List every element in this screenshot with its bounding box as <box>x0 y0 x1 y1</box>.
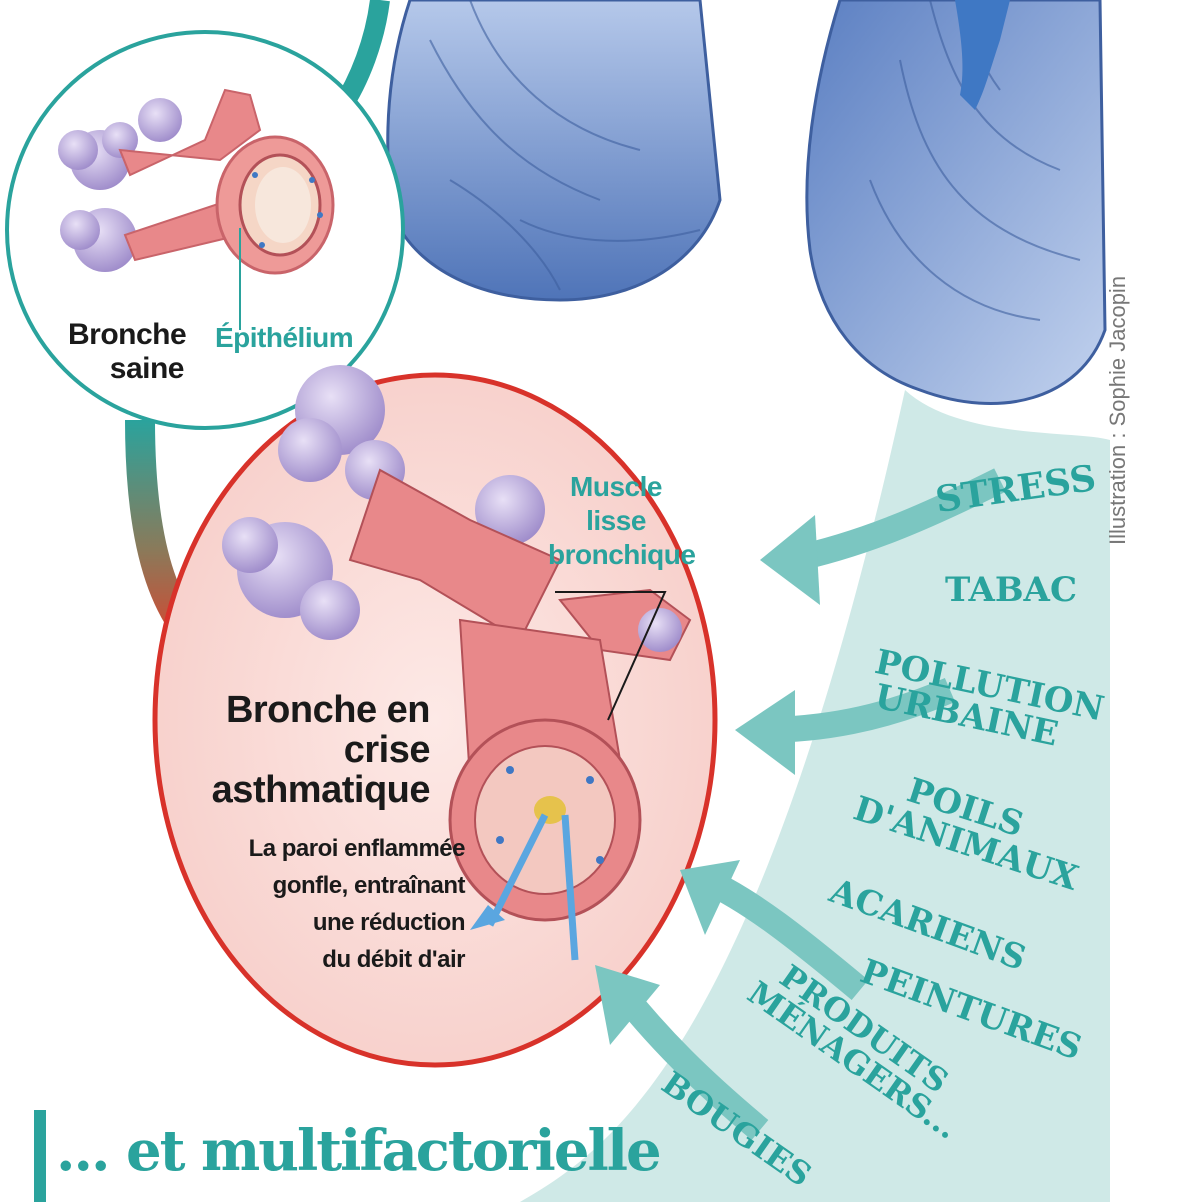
label-asthma-bronchus: Bronche en crise asthmatique <box>165 690 430 810</box>
label-muscle: Muscle lisse bronchique <box>548 470 684 572</box>
label-inflamed-wall: La paroi enflammée gonfle, entraînant un… <box>210 830 465 978</box>
illustration-credit: Illustration : Sophie Jacopin <box>1105 276 1131 545</box>
title-accent-bar <box>34 1110 46 1202</box>
left-lung <box>388 0 720 300</box>
label-epithelium: Épithélium <box>215 322 353 354</box>
lungs-illustration <box>388 0 1105 404</box>
factor-tabac: TABAC <box>945 570 1077 610</box>
section-title: ... et multifactorielle <box>56 1118 660 1184</box>
label-healthy-bronchus: Bronche saine <box>68 318 184 386</box>
right-lung <box>807 0 1105 404</box>
